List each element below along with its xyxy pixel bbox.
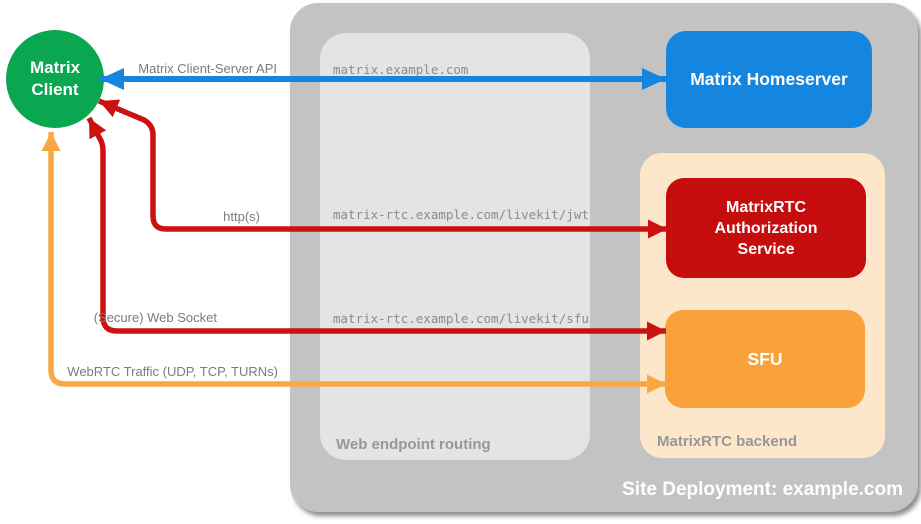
endpoint-livekit-sfu: matrix-rtc.example.com/livekit/sfu <box>333 311 589 326</box>
matrix-client-node: Matrix Client <box>6 30 104 128</box>
web-endpoint-routing-label: Web endpoint routing <box>336 436 491 453</box>
https-arrow-label: http(s) <box>223 209 260 224</box>
sfu-node: SFU <box>665 310 865 408</box>
secure-web-socket-arrow-label: (Secure) Web Socket <box>93 310 217 325</box>
site-deployment-label: Site Deployment: example.com <box>622 479 903 500</box>
web-endpoint-routing-container <box>320 33 590 460</box>
matrixrtc-backend-label: MatrixRTC backend <box>657 433 798 450</box>
matrix-homeserver-node: Matrix Homeserver <box>666 31 872 128</box>
matrixrtc-authorization-service-label: MatrixRTC Authorization Service <box>714 198 818 258</box>
endpoint-livekit-jwt: matrix-rtc.example.com/livekit/jwt <box>333 207 589 222</box>
client-server-api-arrow-label: Matrix Client-Server API <box>138 61 277 76</box>
endpoint-matrix-domain: matrix.example.com <box>333 62 469 77</box>
webrtc-traffic-arrow-label: WebRTC Traffic (UDP, TCP, TURNs) <box>67 364 278 379</box>
matrixrtc-authorization-service-node: MatrixRTC Authorization Service <box>666 178 866 278</box>
